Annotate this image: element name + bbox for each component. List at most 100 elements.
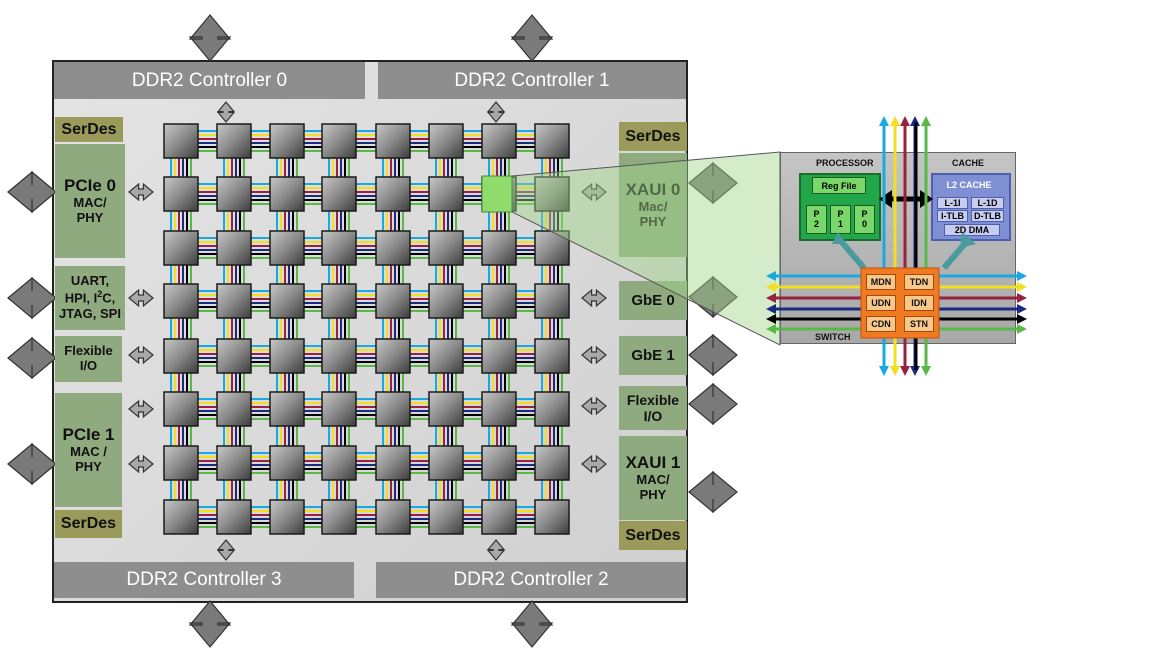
internal-ddr3-arrow (216, 539, 236, 561)
flexible-io-right-line1: Flexible (626, 391, 680, 408)
tile-mesh (163, 123, 570, 535)
mesh-tile (216, 445, 252, 481)
dma-label: 2D DMA (954, 225, 990, 235)
reg-file: Reg File (812, 177, 866, 194)
pcie1-title: PCIe 1 (62, 425, 115, 445)
ddr2-controller-2: DDR2 Controller 2 (376, 562, 686, 598)
pcie1-sub2: PHY (75, 458, 102, 474)
mesh-tile (216, 338, 252, 374)
mesh-tile (481, 445, 517, 481)
serdes-right-top-label: SerDes (625, 127, 681, 145)
mesh-tile (321, 176, 357, 212)
switch-network-stn: STN (904, 316, 934, 332)
network-arrowhead-up (879, 116, 889, 126)
mesh-tile (428, 230, 464, 266)
ddr2-controller-0: DDR2 Controller 0 (54, 62, 365, 99)
pipeline-p1: P 1 (830, 205, 851, 234)
itlb-label: I-TLB (941, 211, 964, 221)
l2-cache-label: L2 CACHE (946, 180, 992, 190)
ddr2-controller-1-label: DDR2 Controller 1 (454, 69, 610, 91)
internal-ddr0-arrow (216, 101, 236, 123)
mesh-tile (216, 499, 252, 535)
internal-left-arrow-0 (128, 182, 154, 202)
mesh-tile (163, 445, 199, 481)
l1i-cache: L-1I (937, 197, 968, 209)
uart-line2: HPI, I2C, (65, 289, 116, 306)
network-arrowhead-left (766, 293, 776, 303)
gbe1-label: GbE 1 (631, 346, 675, 364)
mesh-tile (269, 283, 305, 319)
mesh-tile (428, 123, 464, 159)
l1d-cache: L-1D (971, 197, 1004, 209)
mesh-tile (269, 123, 305, 159)
serdes-right-top: SerDes (619, 122, 687, 151)
mesh-tile (321, 230, 357, 266)
p0-label: P 0 (861, 208, 868, 229)
ddr2-controller-2-label: DDR2 Controller 2 (453, 569, 609, 590)
network-arrowhead-left (766, 324, 776, 334)
mesh-tile (269, 230, 305, 266)
pcie1-block: PCIe 1 MAC / PHY (55, 393, 122, 507)
ddr2-external-arrow (510, 600, 554, 648)
mesh-tile (321, 391, 357, 427)
mesh-tile (163, 338, 199, 374)
mesh-tile (428, 338, 464, 374)
l2-cache: L2 CACHE (936, 177, 1002, 193)
internal-right-arrow-3 (581, 396, 607, 416)
dtlb-label: D-TLB (974, 211, 1001, 221)
mesh-tile (163, 391, 199, 427)
mesh-tile (321, 338, 357, 374)
pcie0-block: PCIe 0 MAC/ PHY (55, 144, 125, 258)
mesh-tile (216, 283, 252, 319)
xaui1-sub2: PHY (639, 486, 667, 502)
pcie0-sub1: MAC/ (73, 194, 107, 210)
network-arrowhead-left (766, 271, 776, 281)
mesh-tile (534, 391, 570, 427)
dma-2d: 2D DMA (944, 224, 1000, 236)
pipeline-p2: P 2 (806, 205, 827, 234)
ddr0-external-arrow (188, 14, 232, 62)
mesh-tile (428, 283, 464, 319)
network-arrowhead-down (900, 366, 910, 376)
processor-label: PROCESSOR (816, 158, 874, 168)
network-arrowhead-down (890, 366, 900, 376)
mesh-tile (375, 338, 411, 374)
mesh-tile (481, 283, 517, 319)
dtlb: D-TLB (971, 210, 1004, 222)
mesh-tile (269, 391, 305, 427)
network-arrowhead-up (890, 116, 900, 126)
network-arrowhead-right (1017, 324, 1027, 334)
flexible-io-right: Flexible I/O (619, 386, 687, 430)
mesh-tile (375, 391, 411, 427)
mesh-tile (269, 176, 305, 212)
xaui1-block: XAUI 1 MAC/ PHY (619, 436, 687, 520)
network-arrowhead-right (1017, 293, 1027, 303)
internal-left-arrow-4 (128, 454, 154, 474)
network-arrowhead-right (1017, 282, 1027, 292)
uart-line2-sup: 2 (97, 289, 103, 300)
mesh-tile (375, 123, 411, 159)
mesh-tile (375, 283, 411, 319)
mesh-tile (163, 230, 199, 266)
ddr2-controller-3-label: DDR2 Controller 3 (126, 569, 282, 590)
network-arrowhead-right (1017, 304, 1027, 314)
ddr2-controller-0-label: DDR2 Controller 0 (131, 69, 288, 91)
ddr1-external-arrow (510, 14, 554, 62)
l1d-label: L-1D (977, 198, 998, 208)
mesh-tile (269, 338, 305, 374)
flexible-io-left-line1: Flexible (64, 343, 113, 359)
mesh-tile (481, 391, 517, 427)
mesh-tile (163, 499, 199, 535)
l1i-label: L-1I (944, 198, 961, 208)
mesh-tile (428, 499, 464, 535)
internal-ddr1-arrow (486, 101, 506, 123)
xaui1-title: XAUI 1 (625, 453, 681, 473)
network-arrowhead-left (766, 304, 776, 314)
mesh-tile (163, 176, 199, 212)
flexible-io-left: Flexible I/O (55, 336, 122, 382)
mesh-tile (481, 338, 517, 374)
p2-label: P 2 (813, 208, 820, 229)
uart-block: UART, HPI, I2C, JTAG, SPI (55, 266, 125, 330)
serdes-left-bottom-label: SerDes (60, 515, 117, 532)
pcie0-title: PCIe 0 (64, 176, 116, 196)
